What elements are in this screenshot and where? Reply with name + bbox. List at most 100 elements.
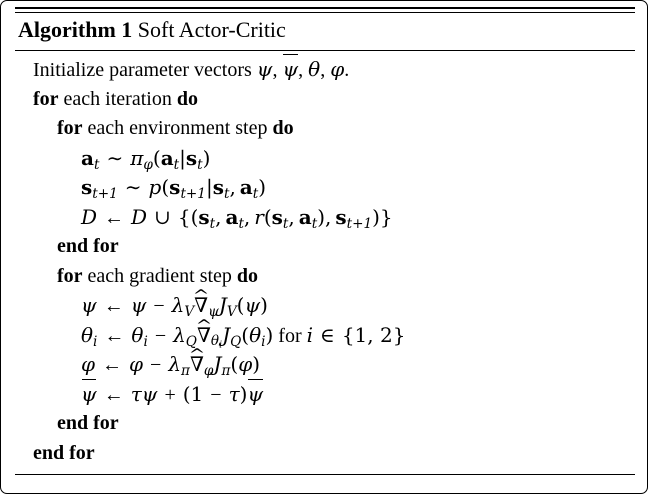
algorithm-line-for-env-step: for each environment step do (15, 114, 635, 144)
keyword-end-for: end for (57, 235, 119, 257)
subscript-t: t (238, 215, 244, 232)
symbol-lambda: λ (173, 322, 186, 347)
keyword-for-inline: for (278, 324, 302, 347)
algorithm-line-update-replay-buffer: D ← D ∪ {(st, at, r(st, at), st+1)} (81, 204, 393, 232)
subscript-Q: Q (230, 333, 242, 350)
subscript-theta-i: θi (210, 333, 223, 351)
symbol-phi: φ (81, 352, 96, 376)
operator-sim: ∼ (124, 177, 142, 199)
vector-a: a (225, 204, 239, 229)
initialize-text: Initialize parameter vectors (33, 59, 252, 81)
symbol-tau: τ (130, 381, 142, 406)
algorithm-line-update-phi: φ ← φ − λπ∇φJπ(φ) (15, 350, 635, 380)
operator-in: ∈ (320, 324, 335, 347)
keyword-do: do (176, 87, 198, 110)
symbol-theta: θ (308, 57, 321, 81)
algorithm-header-rule (15, 50, 635, 51)
subscript-t: t (223, 185, 230, 202)
algorithm-line-end-for-iteration: end for (15, 439, 635, 469)
algorithm-bottom-rule (15, 474, 635, 475)
subscript-phi: φ (143, 156, 153, 173)
vector-a: a (239, 175, 253, 199)
symbol-p: p (148, 175, 162, 199)
symbol-psi-bar: ψ (81, 378, 97, 410)
index-set: {1, 2} (341, 322, 406, 347)
symbol-psi: ψ (141, 381, 158, 406)
operator-cup: ∪ (154, 206, 171, 229)
algorithm-line-sample-action: at ∼ πφ(at|st) (81, 145, 211, 173)
subscript-i: i (261, 333, 266, 350)
algorithm-line-update-psi: ψ ← ψ − λV∇ψJV(ψ) (15, 291, 635, 321)
symbol-lambda: λ (168, 352, 181, 376)
vector-s: s (81, 175, 93, 199)
loop-subject-iteration: each iteration (63, 87, 172, 110)
symbol-theta: θ (249, 322, 262, 347)
operator-plus: + (164, 383, 176, 406)
symbol-dataset: D (131, 204, 148, 229)
vector-s: s (185, 145, 198, 170)
subscript-t-plus-1: t+1 (180, 185, 206, 202)
symbol-phi: φ (238, 352, 253, 376)
symbol-lambda: λ (171, 293, 185, 317)
subscript-psi: ψ (208, 303, 219, 320)
subscript-t: t (197, 156, 203, 173)
operator-gets: ← (104, 324, 125, 347)
symbol-psi-bar: ψ (247, 378, 263, 410)
vector-s: s (198, 204, 210, 229)
vector-s: s (335, 204, 347, 229)
operator-gets: ← (103, 295, 124, 317)
algorithm-line-update-target-psi: ψ ← τψ + (1 − τ)ψ (15, 378, 635, 410)
symbol-objective: J (218, 293, 227, 317)
algorithm-line-sample-next-state: st+1 ∼ p(st+1|st, at) (81, 175, 267, 202)
operator-minus: − (153, 295, 165, 317)
number-one: 1 (190, 381, 204, 406)
keyword-for: for (33, 87, 59, 110)
vector-a: a (298, 204, 312, 229)
subscript-pi: π (221, 362, 231, 379)
keyword-do: do (272, 117, 294, 139)
keyword-for: for (57, 117, 83, 139)
symbol-dataset: D (81, 204, 98, 229)
algorithm-line-update-theta: θi ← θi − λQ∇θiJQ(θi) for i ∈ {1, 2} (15, 321, 635, 351)
algorithm-line-for-grad-step: for each gradient step do (15, 262, 635, 292)
algorithm-line-end-for-env: end for (15, 232, 635, 262)
symbol-psi-bar: ψ (282, 54, 298, 85)
subscript-pi: π (181, 362, 190, 379)
vector-s: s (212, 175, 224, 199)
operator-gets: ← (102, 354, 123, 376)
operator-minus: − (210, 383, 222, 406)
operator-sim: ∼ (106, 147, 124, 170)
symbol-phi: φ (129, 352, 144, 376)
vector-s: s (169, 175, 181, 199)
keyword-end-for: end for (33, 441, 95, 464)
loop-subject-env-step: each environment step (87, 117, 268, 139)
operator-minus: − (150, 354, 162, 376)
subscript-i: i (93, 333, 98, 350)
subscript-t: t (209, 215, 216, 232)
algorithm-top-rule (15, 7, 635, 13)
symbol-theta: θ (81, 322, 94, 347)
subscript-t: t (173, 156, 180, 173)
subscript-t: t (93, 156, 100, 173)
operator-gets: ← (104, 206, 125, 229)
vector-s: s (271, 204, 283, 229)
symbol-objective: J (222, 322, 231, 347)
symbol-objective: J (213, 352, 222, 376)
subscript-t-plus-1: t+1 (346, 215, 373, 232)
algorithm-block: Algorithm 1 Soft Actor-Critic Initialize… (15, 7, 635, 475)
subscript-i: i (143, 333, 148, 350)
symbol-theta: θ (131, 322, 144, 347)
period: . (344, 59, 350, 81)
algorithm-body: Initialize parameter vectors ψ, ψ, θ, φ.… (15, 51, 635, 468)
subscript-t: t (282, 215, 289, 232)
symbol-pi: π (130, 145, 144, 170)
keyword-for: for (57, 264, 83, 287)
algorithm-label: Algorithm 1 (18, 17, 133, 42)
vector-a: a (160, 145, 174, 170)
vector-a: a (81, 145, 94, 170)
subscript-t: t (252, 185, 259, 202)
subscript-V: V (226, 303, 237, 320)
subscript-V: V (184, 303, 195, 320)
subscript-t-plus-1: t+1 (92, 185, 118, 202)
